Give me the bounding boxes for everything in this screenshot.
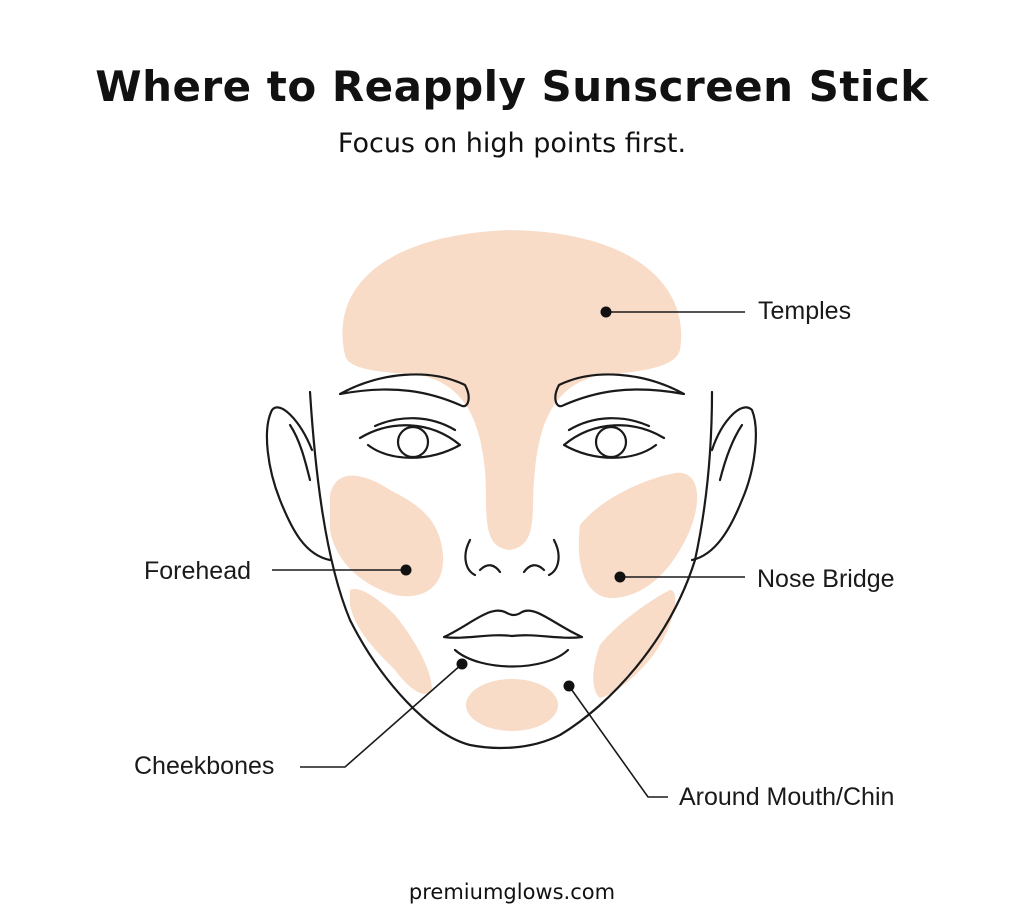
right-eyebrow — [554, 373, 686, 408]
left-ear — [265, 406, 332, 562]
label-forehead: Forehead — [144, 557, 252, 585]
zone-chin — [466, 679, 558, 731]
right-eye — [562, 424, 666, 459]
zone-forehead-tzone — [342, 230, 682, 550]
footer-website: premiumglows.com — [408, 880, 616, 904]
zone-right-cheek — [578, 472, 698, 599]
zone-right-jaw — [593, 590, 676, 698]
leader-dots — [400, 306, 626, 692]
highlight-zones — [330, 230, 698, 731]
nose — [464, 538, 560, 577]
page-title: Where to Reapply Sunscreen Stick — [95, 62, 929, 111]
label-nose-bridge: Nose Bridge — [757, 565, 895, 593]
left-eye — [358, 424, 462, 459]
label-around-mouth-chin: Around Mouth/Chin — [679, 783, 895, 811]
label-temples: Temples — [758, 297, 852, 325]
label-cheekbones: Cheekbones — [134, 752, 275, 780]
page-subtitle: Focus on high points first. — [337, 128, 687, 159]
zone-left-jaw — [350, 589, 432, 694]
right-ear — [690, 406, 757, 562]
leader-lines — [272, 311, 745, 798]
face-lines — [265, 373, 757, 750]
left-eyebrow — [338, 373, 470, 408]
face-outline — [308, 390, 714, 750]
lips — [442, 609, 584, 639]
zone-left-cheek — [330, 475, 444, 597]
